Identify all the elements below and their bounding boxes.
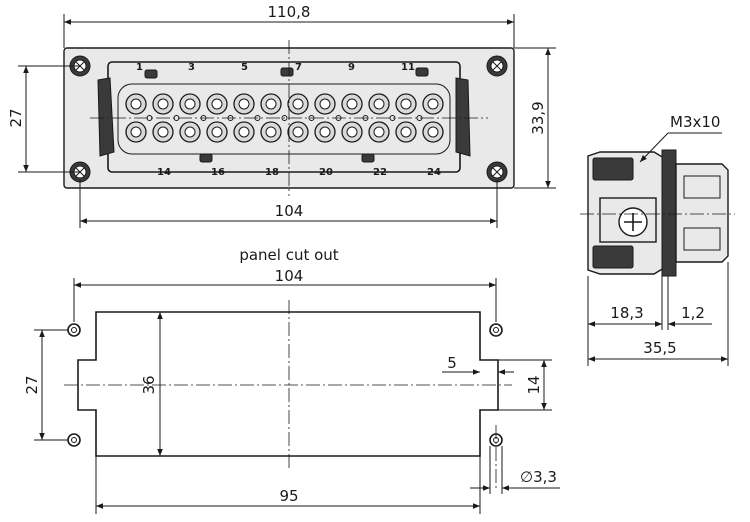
dimension-text: 1,2 (681, 304, 705, 322)
dimension-hole-vertical: 27 (23, 329, 68, 441)
insert-detail (683, 227, 721, 251)
dimension-text: 95 (279, 487, 298, 505)
contact-socket (211, 126, 223, 138)
contact-socket (130, 126, 142, 138)
contact-socket (184, 126, 196, 138)
coding-key (415, 67, 429, 77)
pin-label: 16 (211, 167, 225, 178)
pin-label: 18 (265, 167, 279, 178)
screw-label: M3x10 (670, 113, 720, 131)
contact-socket (427, 98, 439, 110)
dimension-hole-diameter: ∅3,3 (470, 446, 560, 494)
pin-label: 22 (373, 167, 387, 178)
insert-detail (683, 175, 721, 199)
contact-socket (157, 126, 169, 138)
pin-label: 24 (427, 167, 441, 178)
pin-label: 3 (188, 62, 195, 73)
contact-socket (265, 126, 277, 138)
dimension-text: 27 (23, 375, 41, 394)
contact-socket (292, 98, 304, 110)
dimension-text: 27 (7, 108, 25, 127)
dimension-text: 104 (275, 267, 304, 285)
dimension-total-depth: 35,5 (588, 262, 729, 366)
contact-socket (238, 126, 250, 138)
dimension-text: 110,8 (268, 3, 311, 21)
dimension-text: ∅3,3 (520, 468, 557, 486)
side-latch-top (592, 157, 634, 181)
dimension-body-depth: 18,3 1,2 (587, 276, 712, 366)
mounting-hole-bl (67, 433, 81, 447)
coding-key (280, 67, 294, 77)
dimension-text: 104 (275, 202, 304, 220)
dimension-overall-width: 110,8 (63, 3, 515, 48)
pin-label: 11 (401, 62, 415, 73)
dimension-text: 14 (525, 375, 543, 394)
front-view: 1 3 5 7 9 11 14 16 18 20 22 24 110,8 104 (7, 3, 556, 228)
contact-socket (265, 98, 277, 110)
corner-screw-br (486, 161, 508, 183)
contact-spacer (281, 115, 288, 121)
contact-socket (373, 126, 385, 138)
contact-socket (211, 98, 223, 110)
dimension-text: 36 (140, 375, 158, 394)
side-flange (661, 149, 677, 277)
right-latch (455, 77, 471, 157)
contact-socket (400, 98, 412, 110)
section-title: panel cut out (239, 246, 338, 264)
side-view: M3x10 18,3 1,2 35,5 (580, 113, 735, 366)
insert-face (117, 83, 451, 155)
contact-socket (184, 98, 196, 110)
contact-socket (319, 126, 331, 138)
side-latch-bottom (592, 245, 634, 269)
contact-socket (427, 126, 439, 138)
mounting-hole-tr (489, 323, 503, 337)
side-insert (675, 163, 729, 263)
dimension-opening-height: 36 (140, 312, 163, 456)
contact-socket (346, 126, 358, 138)
dimension-notch-height: 14 (498, 359, 552, 411)
contact-array (125, 93, 444, 143)
contact-socket (373, 98, 385, 110)
left-latch (97, 77, 115, 157)
contact-socket (292, 126, 304, 138)
mounting-hole-tl (67, 323, 81, 337)
coding-key (199, 153, 213, 163)
screw-callout: M3x10 (639, 113, 722, 163)
contact-socket (319, 98, 331, 110)
contact-socket (346, 98, 358, 110)
corner-screw-tr (486, 55, 508, 77)
screw-slot (624, 213, 642, 231)
pin-label: 7 (295, 62, 302, 73)
dimension-outer-height: 33,9 (514, 47, 556, 189)
dimension-mounting-width: 104 (79, 180, 498, 228)
pin-label: 1 (136, 62, 143, 73)
pin-label: 14 (157, 167, 171, 178)
panel-cut-out: panel cut out 104 95 36 (23, 246, 560, 514)
dimension-text: 35,5 (643, 339, 676, 357)
dimension-inner-height: 27 (7, 65, 80, 173)
contact-socket (130, 98, 142, 110)
dimension-text: 5 (447, 354, 457, 372)
dimension-notch-depth: 5 (442, 354, 514, 375)
pin-label: 20 (319, 167, 333, 178)
coding-key (361, 153, 375, 163)
pin-label: 9 (348, 62, 355, 73)
dimension-hole-pitch: 104 (73, 267, 497, 322)
dimension-text: 33,9 (529, 101, 547, 134)
dimension-opening-width: 95 (95, 456, 481, 514)
dimension-text: 18,3 (610, 304, 643, 322)
contact-socket (238, 98, 250, 110)
contact-socket (157, 98, 169, 110)
contact-socket (400, 126, 412, 138)
pin-label: 5 (241, 62, 248, 73)
coding-key (144, 69, 158, 79)
